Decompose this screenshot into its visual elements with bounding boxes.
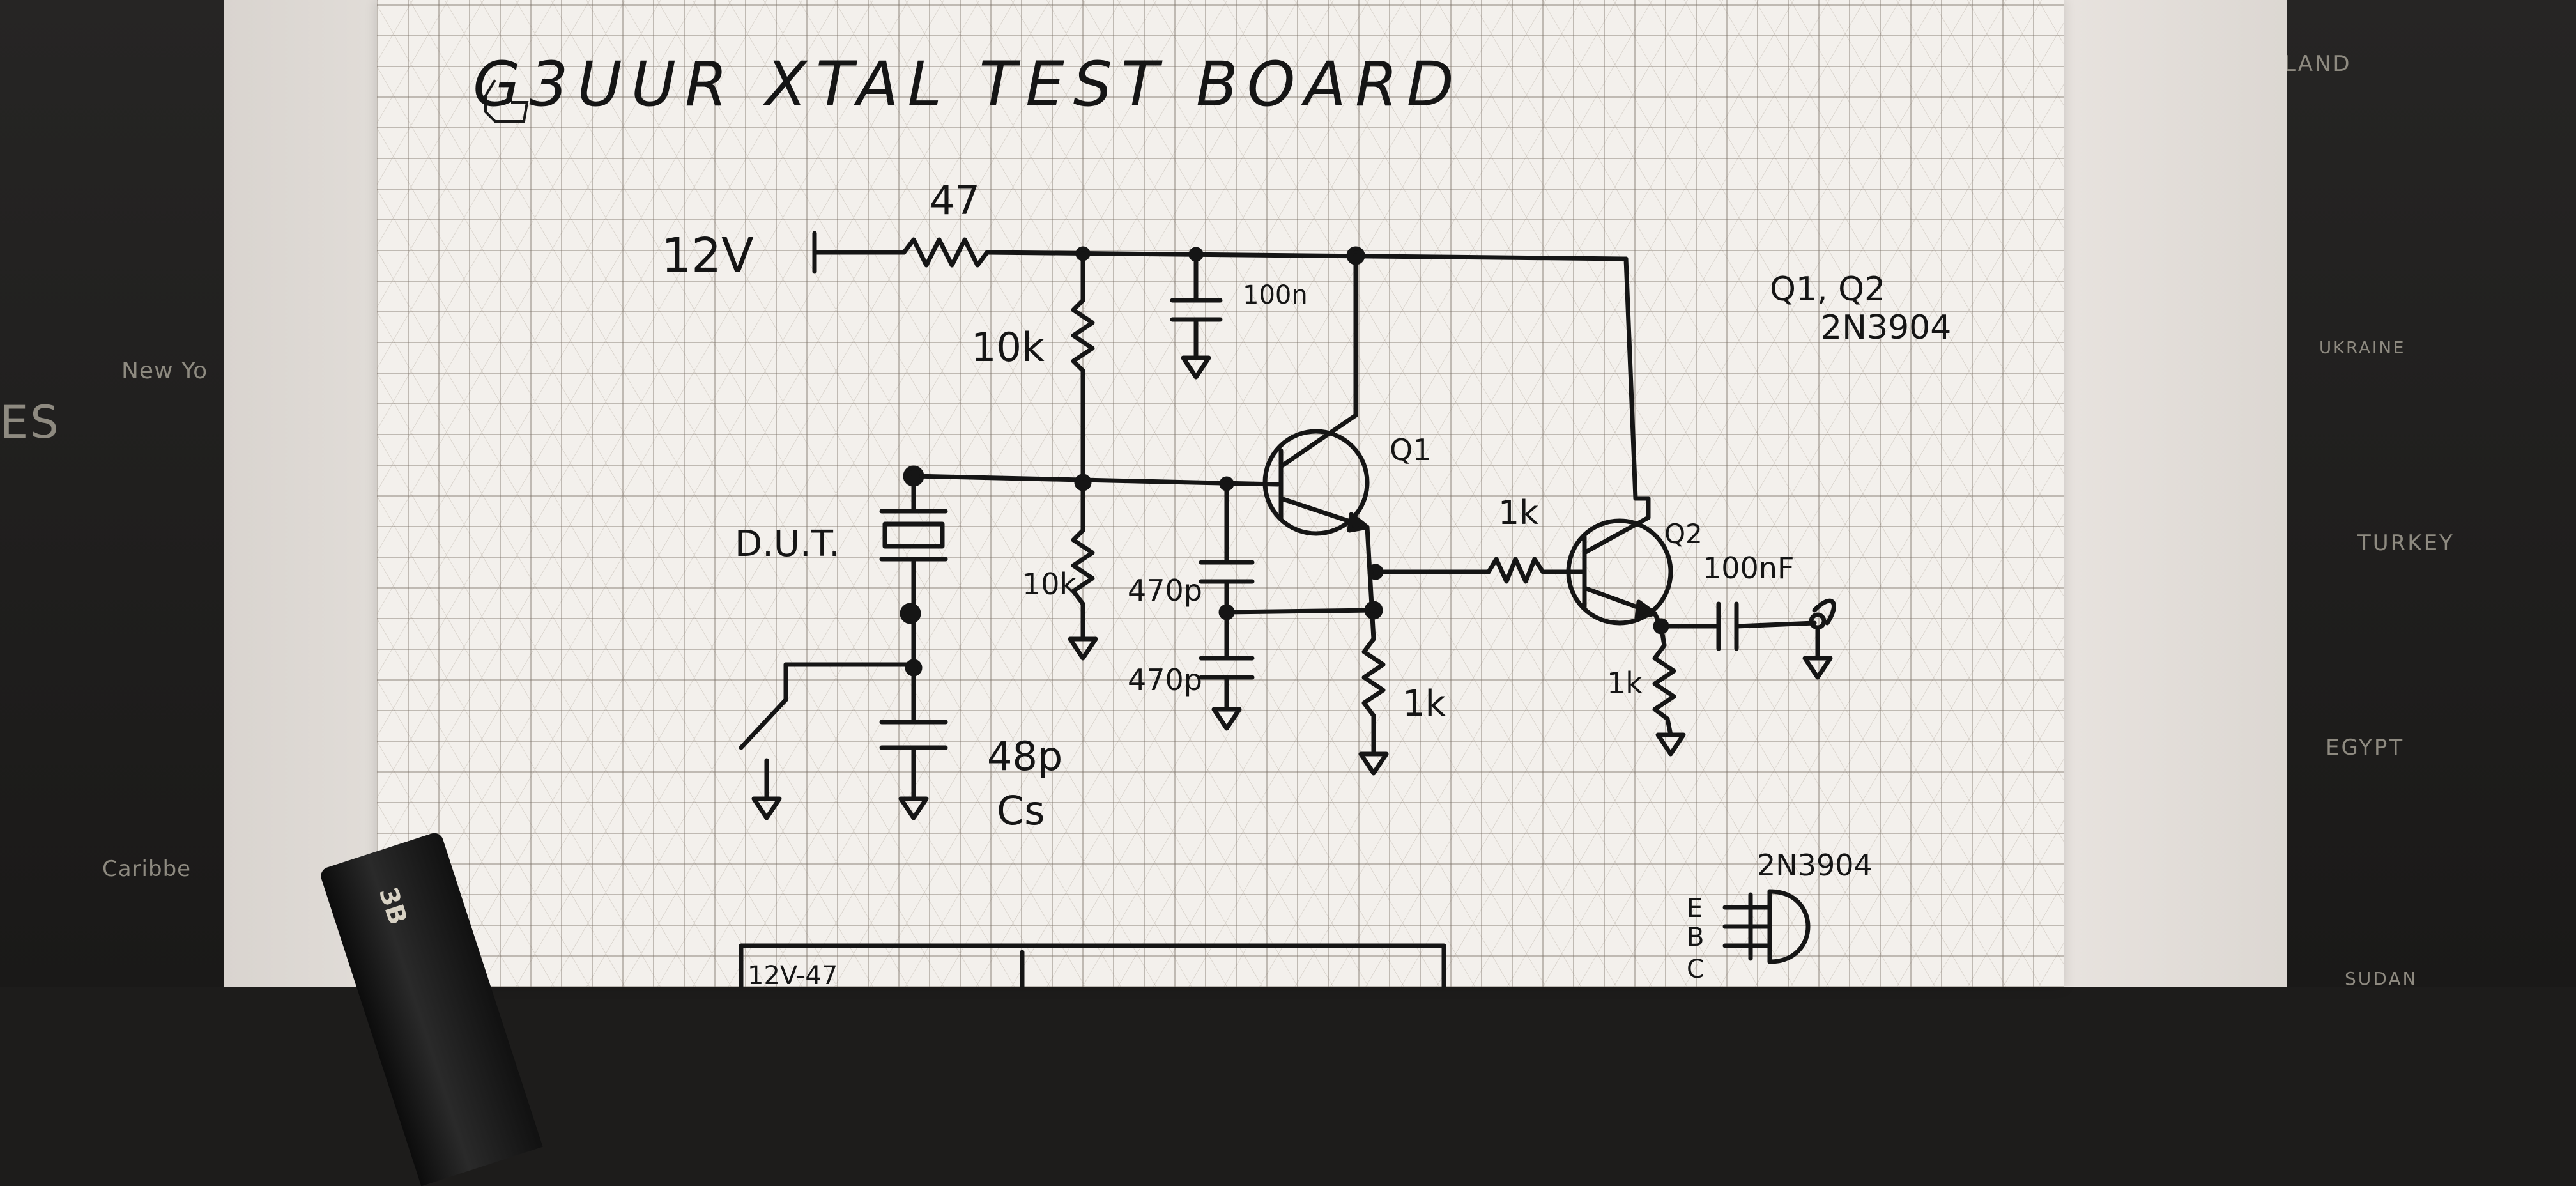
label-1k-q2-base: 1k <box>1498 494 1538 532</box>
label-48p: 48p <box>987 733 1062 780</box>
desk-mat-left: ES New Yo Caribbe <box>0 0 243 987</box>
label-100nf: 100nF <box>1703 551 1794 585</box>
label-q1: Q1 <box>1390 433 1431 467</box>
map-label-new-york: New Yo <box>121 358 208 384</box>
label-q2: Q2 <box>1664 518 1703 550</box>
map-label-egypt: EGYPT <box>2326 735 2405 760</box>
label-470p-2: 470p <box>1128 663 1202 697</box>
label-pin-e: E <box>1687 894 1703 923</box>
label-100n: 100n <box>1243 281 1308 310</box>
map-label-sudan: SUDAN <box>2345 968 2418 989</box>
label-transistors-line1: Q1, Q2 <box>1770 270 1885 309</box>
label-12v: 12V <box>661 228 754 283</box>
grid-paper-sheet <box>377 0 2064 987</box>
map-label-ukraine: UKRAINE <box>2319 339 2406 358</box>
pencil-label: 3B <box>372 884 413 928</box>
label-1k-q1-emitter: 1k <box>1402 683 1446 725</box>
schematic-drawing: G3UUR XTAL TEST BOARD 12V 47 10k 100n Q1… <box>473 49 1951 987</box>
schematic-title: G3UUR XTAL TEST BOARD <box>473 49 1463 120</box>
label-10k-top: 10k <box>971 324 1045 371</box>
label-pin-c: C <box>1687 955 1705 984</box>
map-label-caribbean: Caribbe <box>102 856 192 882</box>
label-10k-bottom: 10k <box>1022 567 1077 601</box>
desk-mat-right: FINLAND UKRAINE TURKEY EGYPT SUDAN <box>2236 0 2576 989</box>
label-pinout-part: 2N3904 <box>1757 848 1873 882</box>
map-label-turkey: TURKEY <box>2358 530 2455 556</box>
label-transistors-line2: 2N3904 <box>1821 309 1951 347</box>
label-470p-1: 470p <box>1128 573 1202 608</box>
label-bottom-sketch: 12V-47 <box>747 961 838 987</box>
label-47: 47 <box>930 177 980 224</box>
label-dut: D.U.T. <box>735 523 840 565</box>
map-label-states: ES <box>0 396 61 449</box>
label-pin-b: B <box>1687 923 1704 952</box>
label-1k-q2-emitter: 1k <box>1607 666 1643 700</box>
label-cs: Cs <box>997 787 1045 834</box>
paper-backing <box>224 0 2287 987</box>
